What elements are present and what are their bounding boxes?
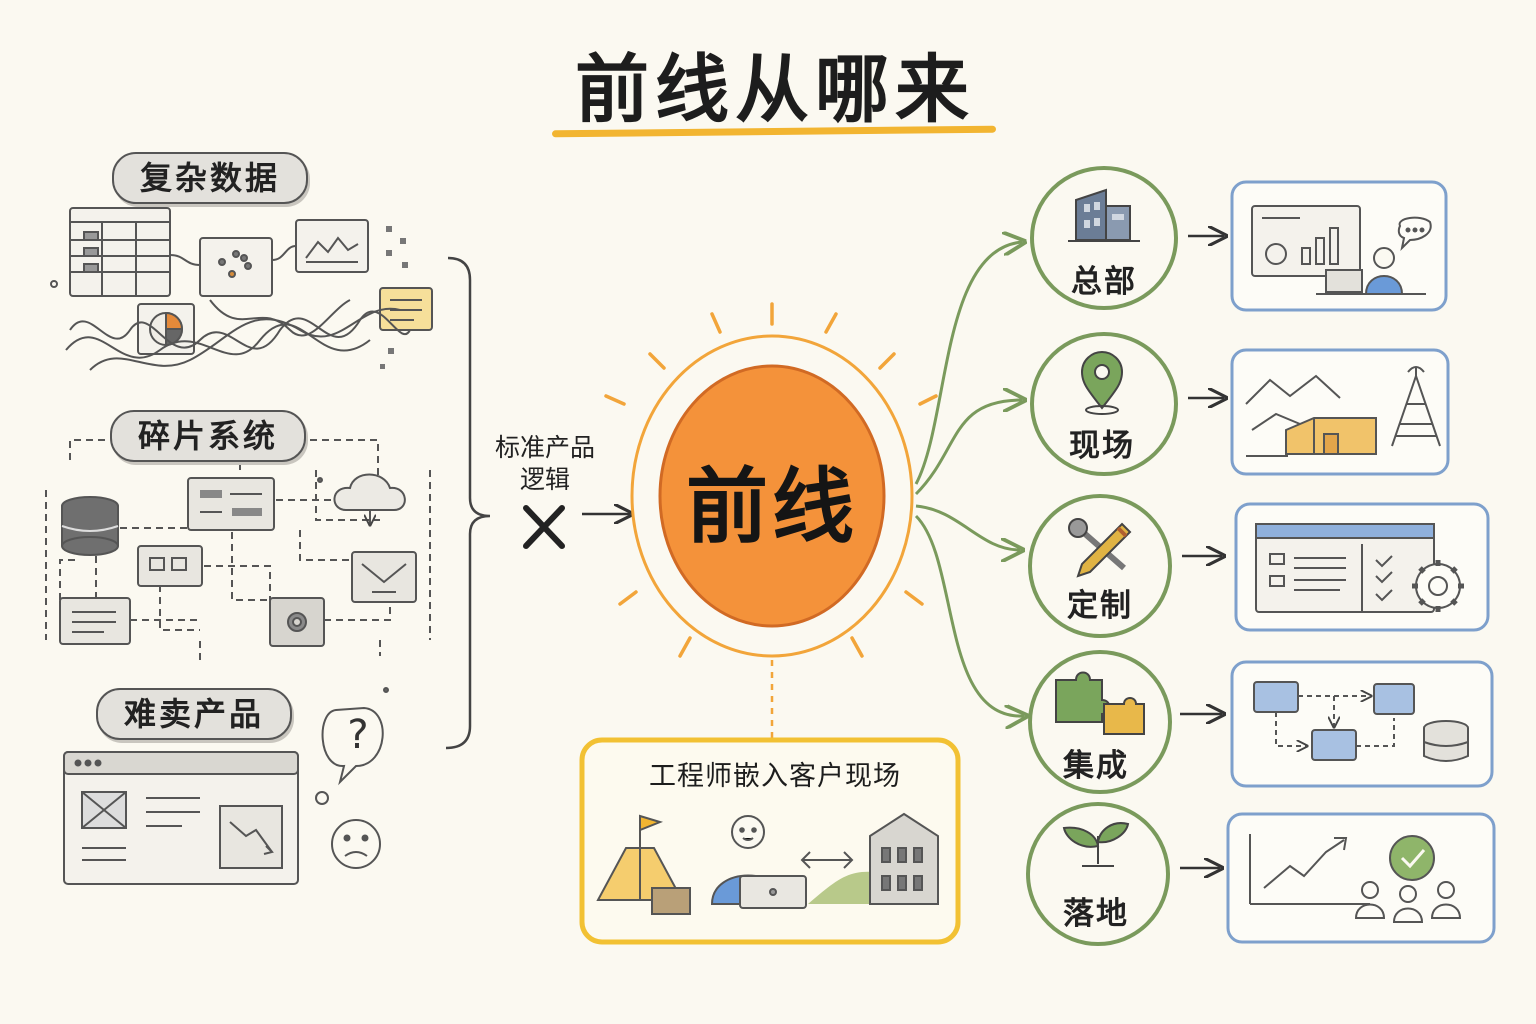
sun-core [604, 302, 938, 658]
standard-logic-line2: 逻辑 [519, 465, 570, 494]
node-label-field: 现场 [1069, 428, 1135, 464]
standard-logic-line1: 标准产品 [494, 433, 595, 462]
core-label: 前线 [685, 460, 858, 555]
office-building-icon [1068, 188, 1140, 242]
hard-to-sell-illustration [63, 706, 384, 885]
label-hard-to-sell: 难卖产品 [96, 688, 293, 740]
node-label-land: 落地 [1063, 896, 1129, 932]
question-mark-icon: ? [347, 712, 369, 758]
panel-integrate-content [1253, 681, 1469, 762]
panel-hq-content [1251, 205, 1432, 295]
fragmented-systems-illustration [45, 429, 431, 693]
puzzle-pieces-icon [1055, 671, 1145, 735]
branch-arrows [914, 242, 1024, 716]
standard-logic-label: 标准产品 逻辑 [486, 432, 604, 496]
page-title: 前线从哪来 [575, 47, 975, 133]
cross-mark-icon [523, 505, 565, 549]
location-pin-icon [1080, 350, 1124, 415]
embed-title: 工程师嵌入客户现场 [649, 761, 901, 792]
embed-box [579, 737, 961, 945]
panel-land-content [1249, 834, 1462, 923]
sprout-icon [1062, 822, 1130, 867]
node-label-custom: 定制 [1067, 588, 1133, 624]
panel-arrows [1180, 236, 1224, 868]
complex-data-illustration [50, 207, 433, 371]
node-circle-custom [1028, 494, 1172, 638]
wrench-pencil-icon [1068, 518, 1132, 578]
node-label-hq: 总部 [1071, 264, 1137, 300]
label-complex-data: 复杂数据 [112, 152, 309, 204]
label-fragmented-systems: 碎片系统 [110, 410, 307, 462]
node-label-integrate: 集成 [1063, 748, 1129, 784]
node-circle-land [1026, 802, 1170, 946]
left-brace [445, 256, 491, 750]
panel-field-content [1245, 366, 1441, 457]
panel-land [1226, 812, 1496, 944]
panel-custom-content [1255, 523, 1464, 613]
